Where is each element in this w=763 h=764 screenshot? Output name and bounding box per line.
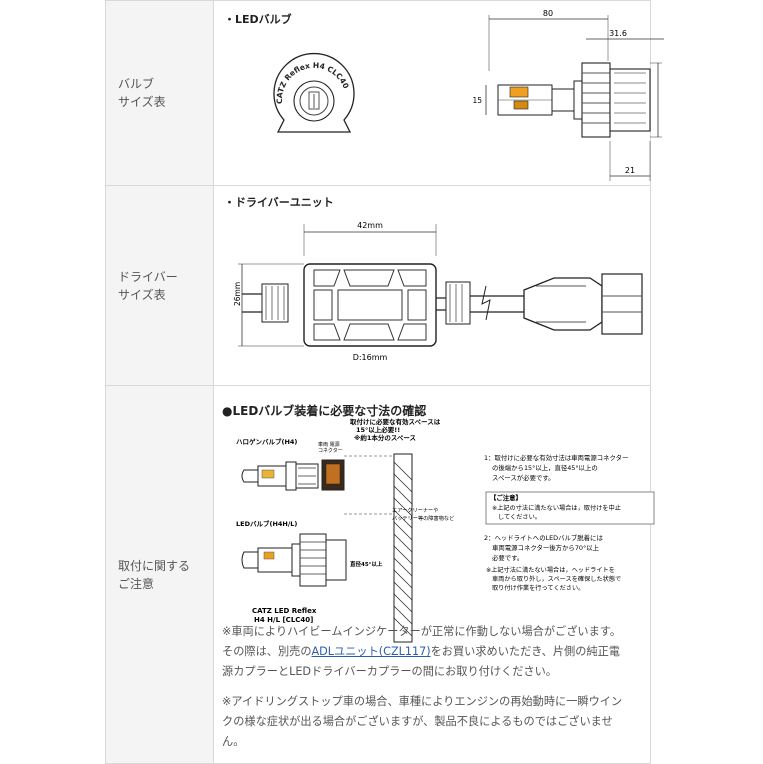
adl-unit-link[interactable]: ADLユニット(CZL117) <box>311 645 431 658</box>
dim-head-label: 31.6 <box>609 29 627 38</box>
bulb-section-title: ・LEDバルブ <box>224 13 292 26</box>
note1-line3: 源カプラーとLEDドライバーカプラーの間にお取り付けください。 <box>222 665 557 678</box>
product-name-1: CATZ LED Reflex <box>252 607 317 615</box>
dim-total-label: 80 <box>543 9 553 18</box>
spec-table: バルブ サイズ表 ・LEDバルブ CATZ Reflex H4 CLC40 <box>105 0 664 764</box>
driver-dim-height: 26mm <box>233 282 242 306</box>
driver-dim-width: 42mm <box>357 221 383 230</box>
point2-line2: 車両電源コネクター後方から70°以上 <box>492 543 600 552</box>
bulb-cap-view: CATZ Reflex H4 CLC40 <box>273 52 355 133</box>
bulb-size-row: バルブ サイズ表 ・LEDバルブ CATZ Reflex H4 CLC40 <box>105 0 664 186</box>
point1-line2: の後端から15°以上，直径45°以上の <box>492 463 598 472</box>
product-name-2: H4 H/L [CLC40] <box>254 616 313 624</box>
point2-line5: 車両から取り外し，スペースを確保した状態で <box>492 575 621 583</box>
note-idling-stop: ※アイドリングストップ車の場合、車種によりエンジンの再始動時に一瞬ウイン クの様… <box>222 692 654 752</box>
space-label-3: ※約1本分のスペース <box>354 433 416 442</box>
bulb-size-diagram: CATZ Reflex H4 CLC40 80 31.6 <box>273 9 664 181</box>
space-label-1: 取付けに必要な有効スペースは <box>350 417 441 426</box>
connector-label-2: コネクター <box>318 447 343 454</box>
bulb-size-label: バルブ サイズ表 <box>105 0 214 186</box>
caution-line2: してください。 <box>498 514 541 521</box>
driver-size-cell: ・ドライバーユニット 42mm 26mm <box>213 185 651 386</box>
connector-label-1: 車両 電源 <box>318 441 340 448</box>
row-label-line2: ご注意 <box>118 576 155 591</box>
row-label-line1: 取付に関する <box>118 558 191 573</box>
led-bulb <box>241 533 347 587</box>
wall-hatching <box>393 461 413 637</box>
driver-section-title: ・ドライバーユニット <box>224 196 334 209</box>
driver-size-diagram: 42mm 26mm <box>233 221 643 362</box>
caution-title: 【ご注意】 <box>490 493 522 502</box>
point1-line3: スペースが必要です。 <box>492 473 555 482</box>
air-label-2: バッテリー等の障害物など <box>392 514 455 522</box>
driver-size-row: ドライバー サイズ表 ・ドライバーユニット 42mm 26mm <box>105 185 651 386</box>
note1-line2: その際は、別売のADLユニット(CZL117)をお買い求めいただき、片側の純正電 <box>222 642 654 662</box>
row-label-line2: サイズ表 <box>118 287 166 302</box>
install-notes-label: 取付に関する ご注意 <box>105 385 214 764</box>
led-bulb-label: LEDバルブ(H4H/L) <box>236 519 297 528</box>
driver-box <box>303 263 437 347</box>
note-adl: ※車両によりハイビームインジケーターが正常に作動しない場合がございます。 その際… <box>222 622 654 682</box>
driver-size-label: ドライバー サイズ表 <box>105 185 214 386</box>
row-label-line1: ドライバー <box>118 269 178 284</box>
point1-line1: 1：取付けに必要な有効寸法は車両電源コネクター <box>484 453 628 462</box>
note1-pre: その際は、別売の <box>222 645 312 658</box>
point2-line3: 必要です。 <box>492 553 523 562</box>
note2-line3: ん。 <box>222 735 245 748</box>
point2-line4: ※上記寸法に満たない場合は，ヘッドライトを <box>486 566 615 574</box>
install-section-title: ●LEDバルブ装着に必要な寸法の確認 <box>222 404 427 418</box>
note2-line1: ※アイドリングストップ車の場合、車種によりエンジンの再始動時に一瞬ウイン <box>222 695 623 708</box>
row-label-line1: バルブ <box>118 77 155 91</box>
install-diagram: 取付けに必要な有効スペースは 15°以上必要!! ※約1本分のスペース ハロゲン… <box>236 417 655 643</box>
note1-post: をお買い求めいただき、片側の純正電 <box>430 645 620 658</box>
air-label-1: エアークリーナーや <box>392 506 438 514</box>
caution-box <box>485 491 655 525</box>
point2-line1: 2：ヘッドライトへのLEDバルブ脱着には <box>484 533 603 542</box>
dim-base-label: 21 <box>625 166 635 175</box>
bulb-size-cell: ・LEDバルブ CATZ Reflex H4 CLC40 <box>213 0 664 186</box>
note2-line2: クの様な症状が出る場合がございますが、製品不良によるものではございませ <box>222 715 613 728</box>
install-notes-cell: ●LEDバルブ装着に必要な寸法の確認 取付けに必要な有効スペースは 15°以上必… <box>213 385 655 764</box>
note1-line1: ※車両によりハイビームインジケーターが正常に作動しない場合がございます。 <box>222 625 622 638</box>
space-label-2: 15°以上必要!! <box>356 425 400 434</box>
dim-neck-label: 15 <box>472 96 482 105</box>
caution-line1: ※上記の寸法に満たない場合は，取付けを中止 <box>492 504 621 512</box>
install-notes-row: 取付に関する ご注意 ●LEDバルブ装着に必要な寸法の確認 取付けに必要な有効ス… <box>105 385 655 764</box>
halogen-bulb <box>241 459 345 491</box>
point2-line6: 取り付け作業を行ってください。 <box>492 584 584 592</box>
angle-label: 直径45°以上 <box>350 560 383 568</box>
row-label-line2: サイズ表 <box>118 95 166 109</box>
halogen-label: ハロゲンバルブ(H4) <box>236 437 297 446</box>
driver-dim-depth: D:16mm <box>353 353 388 362</box>
bulb-side-view: 80 31.6 <box>472 9 664 181</box>
